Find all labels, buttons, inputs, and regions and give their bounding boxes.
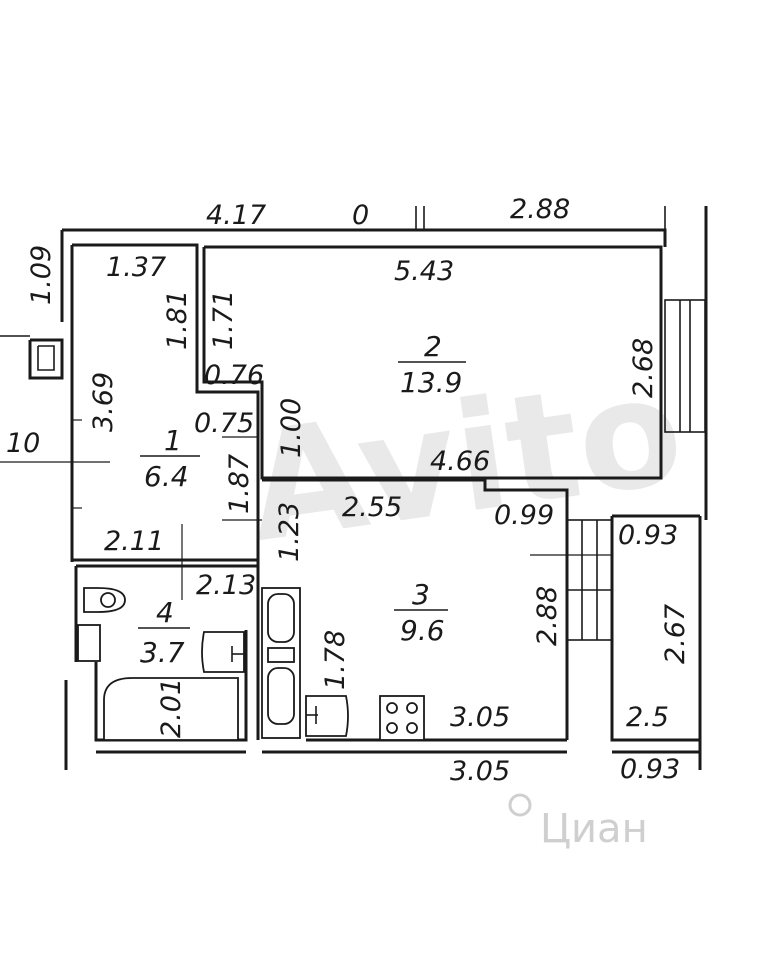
- room-1-label: 1 6.4: [140, 424, 200, 493]
- room-4-area: 3.7: [140, 636, 185, 669]
- room-3-area: 9.6: [400, 614, 445, 647]
- dim-top-mid: 0: [352, 200, 369, 231]
- dim-room1-height: 3.69: [88, 372, 119, 432]
- room-2-label: 2 13.9: [398, 330, 466, 399]
- room-3-number: 3: [412, 578, 430, 611]
- dim-room1-bottom: 2.11: [104, 526, 164, 557]
- dim-corridor-d: 1.23: [274, 502, 305, 562]
- dim-room2-bottom: 4.66: [430, 446, 490, 477]
- dim-left-top: 1.09: [26, 245, 57, 305]
- dim-room3-height: 2.88: [532, 586, 563, 646]
- room-1-area: 6.4: [144, 460, 189, 493]
- dim-balcony-height: 2.67: [660, 604, 691, 664]
- cutoff-bottom-mid: 3.05: [450, 756, 510, 787]
- room-4-label: 4 3.7: [138, 596, 190, 669]
- dim-room4-top: 2.13: [196, 570, 256, 601]
- watermark-cian: Циан: [508, 793, 648, 852]
- room-2-area: 13.9: [400, 366, 462, 399]
- dim-corridor-b: 1.00: [276, 398, 307, 458]
- dim-room2-wall-left: 1.71: [208, 290, 239, 350]
- room-2-number: 2: [424, 330, 442, 363]
- dim-left-edge: 10: [6, 428, 40, 459]
- window-room2: [664, 299, 706, 433]
- dim-room3-top: 2.55: [342, 492, 402, 523]
- dim-room2-height: 2.68: [628, 338, 659, 398]
- dim-room1-top: 1.37: [106, 252, 166, 283]
- kitchen-cabinet-icon: [261, 587, 301, 739]
- dim-corridor-c: 1.87: [224, 454, 255, 514]
- room-3-label: 3 9.6: [394, 578, 448, 647]
- stove-icon: [379, 695, 425, 741]
- dim-balcony-top: 0.93: [618, 520, 678, 551]
- dim-room4-bath: 2.01: [156, 678, 187, 738]
- bathtub-icon: [103, 677, 239, 741]
- dim-top-right: 2.88: [510, 194, 570, 225]
- dim-balcony-bottom: 2.5: [626, 702, 669, 733]
- cutoff-bottom-right: 0.93: [620, 754, 680, 785]
- kitchen-sink-icon: [305, 695, 349, 737]
- dim-room3-bottom: 3.05: [450, 702, 510, 733]
- room-1-number: 1: [164, 424, 182, 457]
- toilet-icon: [77, 587, 126, 662]
- dim-room2-width: 5.43: [394, 256, 454, 287]
- dimension-lines: [0, 419, 612, 600]
- dim-top-left: 4.17: [206, 200, 266, 231]
- dim-room1-right: 1.81: [162, 290, 193, 350]
- window-room3: [566, 519, 613, 641]
- dim-room3-notch: 0.99: [494, 500, 554, 531]
- dim-corridor-a: 0.75: [194, 408, 254, 439]
- dim-room2-notch: 0.76: [204, 360, 264, 391]
- dim-room3-inner: 1.78: [320, 630, 351, 690]
- watermark-cian-text: Циан: [540, 806, 648, 852]
- room-4-number: 4: [156, 596, 174, 629]
- sink-icon: [201, 631, 245, 673]
